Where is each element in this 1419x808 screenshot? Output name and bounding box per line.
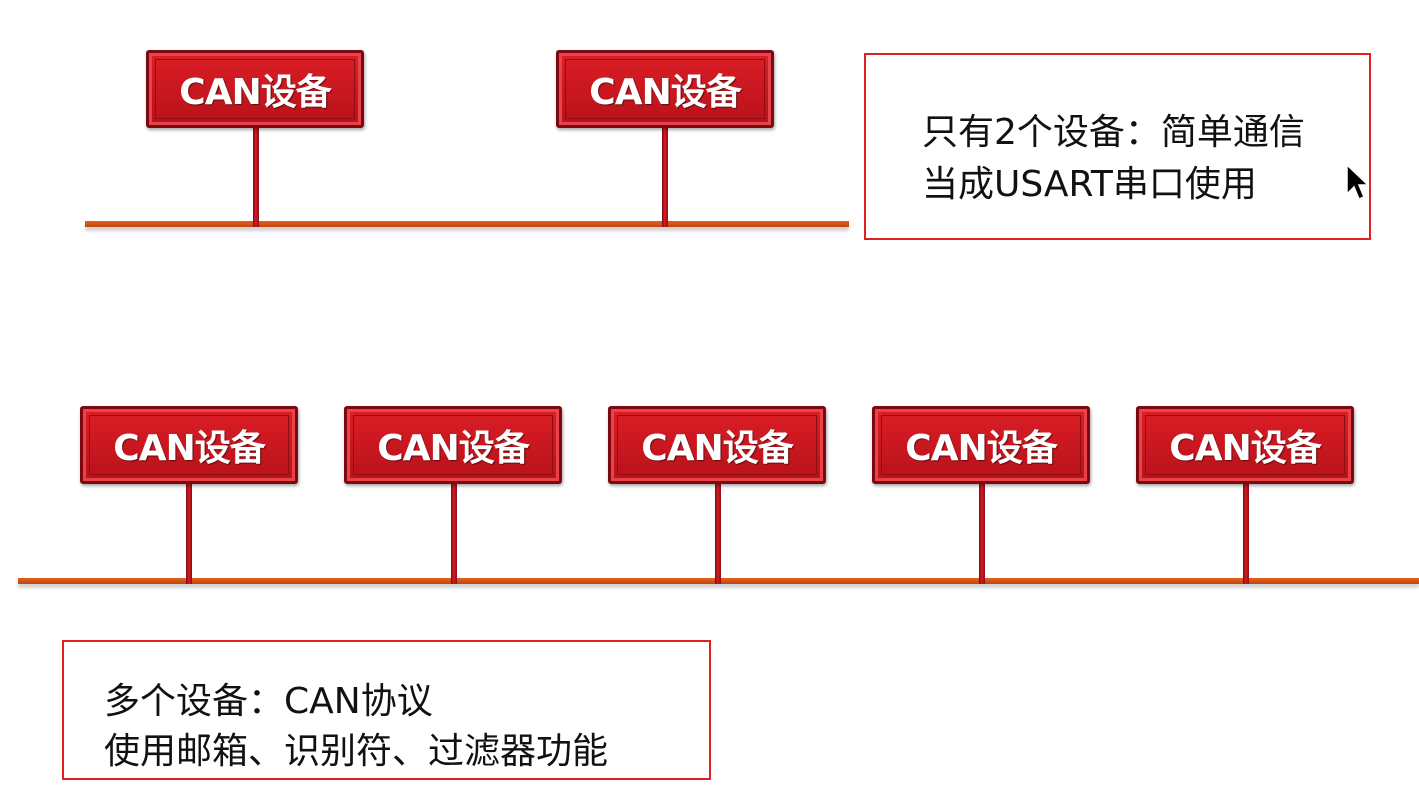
note-line-1: 只有2个设备：简单通信	[922, 112, 1305, 153]
can-device: CAN设备	[146, 50, 364, 128]
device-stem	[186, 481, 192, 584]
can-device: CAN设备	[1136, 406, 1354, 484]
can-device-label: CAN设备	[905, 428, 1057, 469]
multi-device-note: 多个设备：CAN协议 使用邮箱、识别符、过滤器功能	[62, 640, 711, 780]
can-device-label: CAN设备	[589, 72, 741, 113]
can-device: CAN设备	[344, 406, 562, 484]
device-stem	[662, 124, 668, 227]
can-device-label: CAN设备	[179, 72, 331, 113]
device-stem	[253, 124, 259, 227]
can-device-label: CAN设备	[377, 428, 529, 469]
can-device-label: CAN设备	[113, 428, 265, 469]
can-device: CAN设备	[608, 406, 826, 484]
note-line-2: 当成USART串口使用	[922, 164, 1257, 205]
device-stem	[451, 481, 457, 584]
note-line-2: 使用邮箱、识别符、过滤器功能	[104, 731, 609, 772]
can-device: CAN设备	[80, 406, 298, 484]
can-bus-line-top	[85, 221, 849, 227]
device-stem	[715, 481, 721, 584]
can-device: CAN设备	[872, 406, 1090, 484]
can-device: CAN设备	[556, 50, 774, 128]
device-stem	[1243, 481, 1249, 584]
note-line-1: 多个设备：CAN协议	[104, 681, 433, 722]
mouse-pointer-icon	[1346, 164, 1370, 200]
two-device-note: 只有2个设备：简单通信 当成USART串口使用	[864, 53, 1371, 240]
can-device-label: CAN设备	[1169, 428, 1321, 469]
device-stem	[979, 481, 985, 584]
can-device-label: CAN设备	[641, 428, 793, 469]
